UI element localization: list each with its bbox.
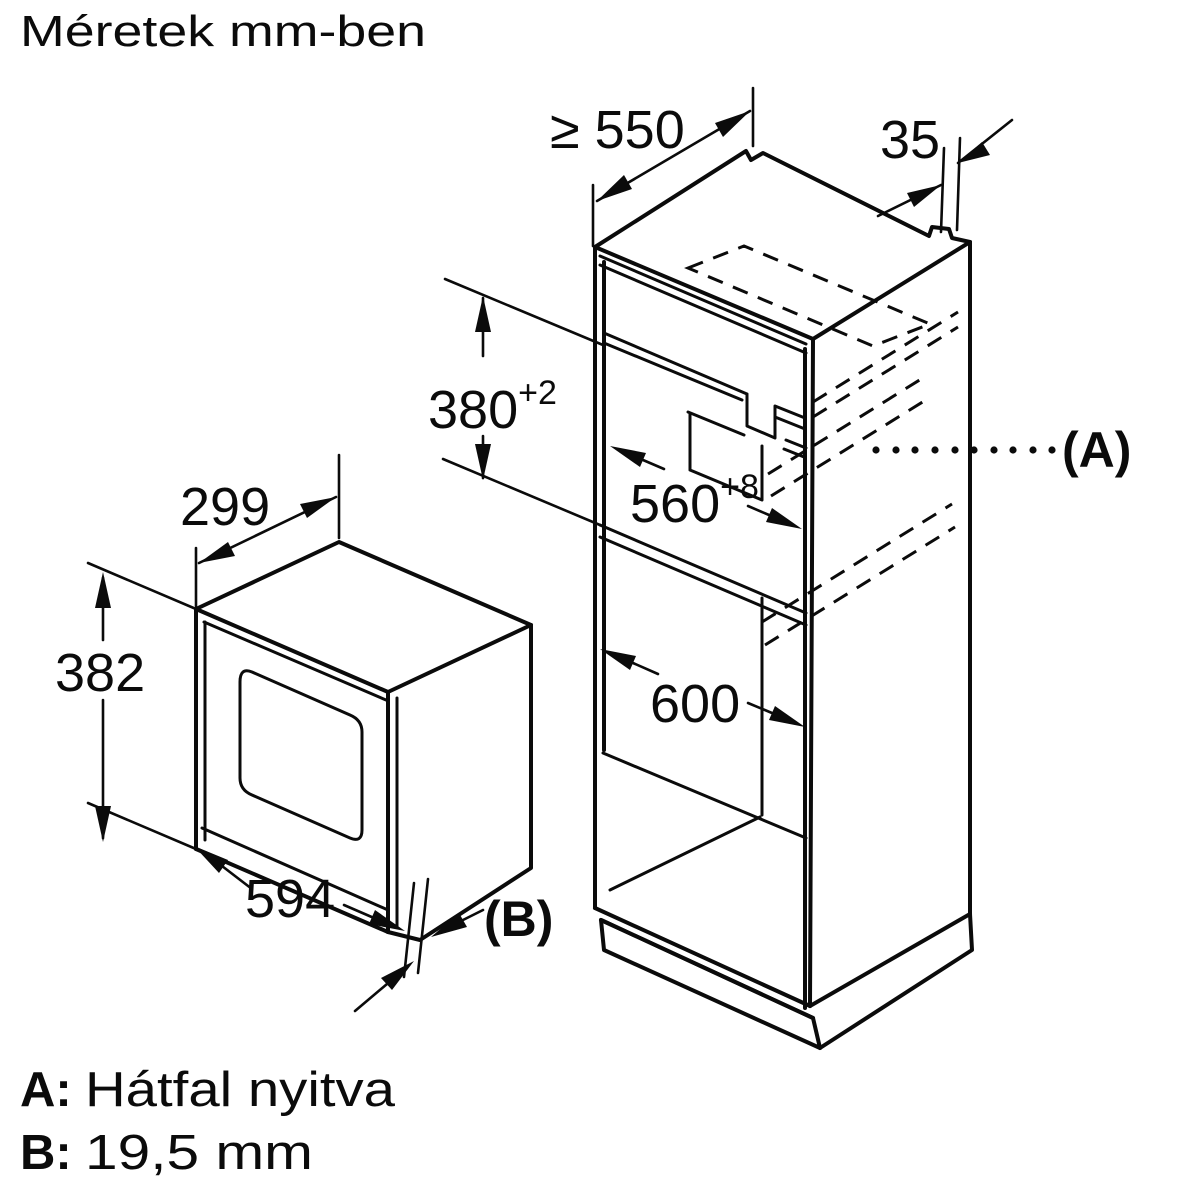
arrowhead [194,846,228,873]
niche-back-opening [688,412,764,502]
dimension-lower-niche: 600 [600,649,805,734]
plinth-right-face [818,912,974,1050]
arrowhead [610,446,646,467]
arrowhead [199,542,235,563]
legend-a-key: A: [20,1063,72,1117]
marker-back-panel: (A) [872,422,1131,478]
dim-min-depth-label: ≥ 550 [550,100,685,160]
gap-tick-lines [402,877,430,979]
arrowhead [300,497,336,518]
dimension-oven-width: 594 [194,846,405,931]
marker-a-label: (A) [1062,422,1131,478]
oven-side-panel [386,623,533,942]
dim-niche-height-label: 380+2 [428,374,557,440]
arrowhead [907,185,941,207]
arrowhead [769,706,805,727]
oven-door-window [238,669,364,841]
lower-niche-floor-edge [601,751,808,840]
marker-door-gap: (B) [353,877,553,1013]
dim-niche-width-label: 560+8 [630,468,759,534]
lower-niche-floor-diagonal [608,815,762,892]
legend-b-text: 19,5 mm [85,1126,313,1180]
hidden-shelf-edge-middle [767,374,930,498]
niche-floor-edge [598,523,808,627]
niche-ceiling-edge-2 [602,341,807,431]
arrowhead [597,175,632,201]
arrowhead [958,142,990,163]
arrowhead [475,296,491,332]
cabinet-right-bottom-edge [808,912,972,1008]
microwave-drawing [194,540,533,942]
niche-back-top-edge [686,410,746,437]
dim-oven-height-label: 382 [55,643,145,703]
arrowhead [475,444,491,480]
dimension-niche-height: 380+2 [428,277,605,527]
arrowhead [715,111,750,137]
legend: A: Hátfal nyitva B: 19,5 mm [20,1063,396,1180]
arrowhead [369,910,405,931]
dim-oven-width-label: 594 [245,869,335,929]
marker-b-label: (B) [484,891,553,947]
leader-line [631,661,774,715]
hidden-shelf-edge-lower [761,502,956,647]
hidden-top-panel-edge [684,244,935,348]
arrowhead [381,961,414,990]
legend-b-key: B: [20,1126,72,1180]
arrowhead [766,508,802,529]
legend-a-text: Hátfal nyitva [85,1063,396,1117]
arrowhead [95,806,111,842]
niche-back-chevron [782,438,808,459]
dim-panel-thickness-label: 35 [880,110,940,170]
arrowhead [431,913,467,937]
dotted-leader [872,446,1056,454]
cabinet-top-frame-edge [598,254,808,355]
extension-line [591,86,755,248]
extension-line [441,277,605,527]
dimension-oven-height: 382 [55,561,198,851]
oven-front-bottom-edge [194,847,390,934]
plinth-front-face [599,918,822,1050]
leader-line [353,908,485,1013]
arrowhead [95,572,111,608]
extension-line [939,136,962,234]
cabinet-front-right-edge [808,337,815,1008]
cabinet-drawing [593,149,974,1050]
oven-door-top-edge [202,620,388,702]
dimension-niche-width: 560+8 [610,446,802,534]
leader-line [641,458,771,517]
arrowhead [600,649,636,670]
leader-line [220,864,376,920]
page-title: Méretek mm-ben [20,7,426,56]
dim-oven-depth-label: 299 [180,477,270,537]
oven-door-bottom-strip [200,826,390,912]
dim-lower-niche-label: 600 [650,674,740,734]
dimension-oven-depth: 299 [180,453,341,608]
dimension-min-depth: ≥ 550 [550,86,755,248]
cabinet-top-face [593,149,972,341]
extension-line [194,453,341,608]
niche-ceiling-edge [602,331,807,440]
dimension-panel-thickness: 35 [876,110,1014,234]
hidden-shelf-edge-upper [812,310,959,419]
